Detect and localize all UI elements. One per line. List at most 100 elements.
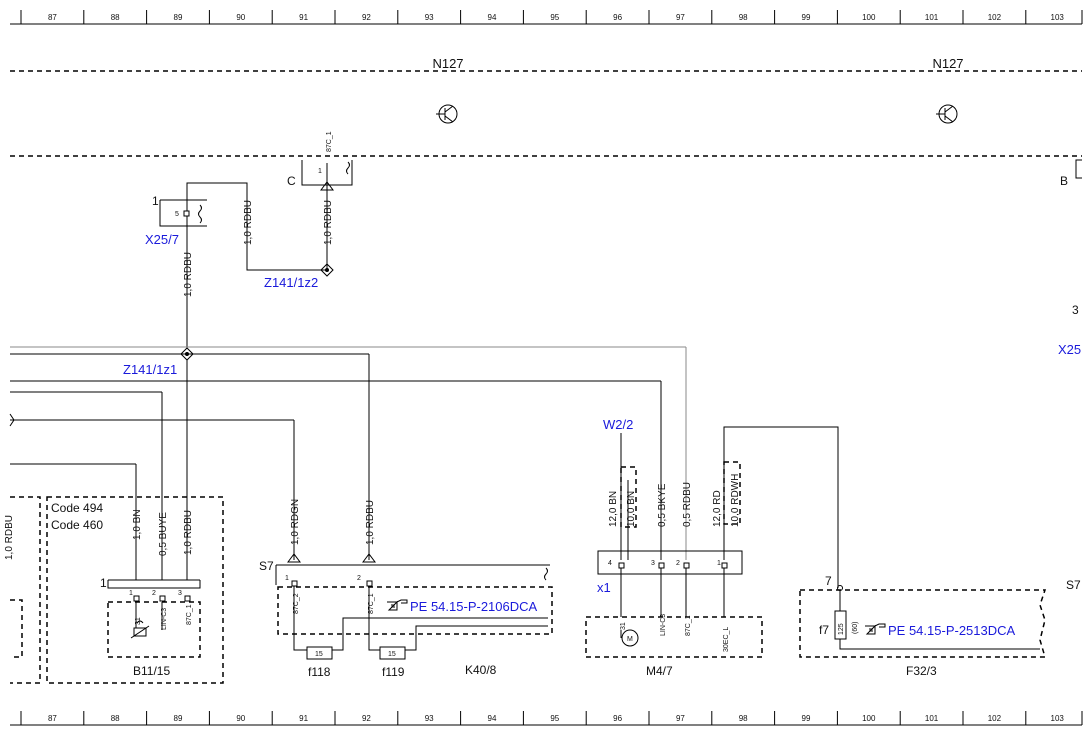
fuse-f7-label: f7 [819, 623, 829, 637]
svg-text:2: 2 [152, 590, 156, 597]
k40-8-pin-code-2: 87C_1 [368, 593, 375, 614]
f32-3-number: 7 [825, 574, 832, 588]
ruler-column-label: 90 [236, 714, 245, 723]
svg-text:31: 31 [620, 622, 627, 630]
m4-7-label: M4/7 [646, 664, 673, 678]
ruler-column-label: 95 [550, 714, 559, 723]
svg-text:3: 3 [651, 560, 655, 567]
k40-8-ref-link[interactable]: PE 54.15-P-2106DCA [410, 599, 538, 614]
wire-label-rdgn: 1,0 RDGN [290, 499, 301, 545]
svg-text:1: 1 [285, 575, 289, 582]
ruler-column-label: 100 [862, 13, 876, 22]
ruler-column-label: 90 [236, 13, 245, 22]
svg-text:87C_1: 87C_1 [685, 615, 692, 636]
connector-x1 [597, 550, 743, 575]
ruler-column-label: 102 [988, 714, 1002, 723]
f32-3-ref-link[interactable]: PE 54.15-P-2513DCA [888, 623, 1016, 638]
n127-label-left: N127 [432, 56, 463, 71]
b11-15-component [107, 601, 201, 658]
fuse-f119 [379, 646, 406, 660]
s7-left-label: S7 [259, 559, 274, 573]
m4-7-component [585, 616, 763, 658]
hand-pointer-icon [387, 599, 408, 611]
wire-label-rdwh10: 10,0 RDWH [730, 474, 741, 527]
svg-text:LIN-C3: LIN-C3 [660, 614, 667, 636]
wire-label-bn10: 10,0 BN [626, 491, 637, 527]
connector-b [1075, 159, 1082, 179]
wire-label-rdbu05: 0,5 RDBU [682, 482, 693, 527]
ruler-column-label: 88 [111, 714, 120, 723]
x25-7-pin-b: 5 [175, 211, 179, 218]
ruler-column-label: 99 [802, 714, 811, 723]
b11-15-label: B11/15 [133, 664, 170, 678]
connector-c: C 1 87C_1 [287, 131, 353, 188]
ruler-column-label: 89 [174, 714, 183, 723]
left-partial-inner [10, 599, 23, 658]
wire-label-bn12: 12,0 BN [608, 491, 619, 527]
fuse-f118 [306, 646, 333, 660]
transistor-icon [936, 104, 958, 124]
wire-label-buye: 0,5 BUYE [158, 512, 169, 556]
wire-label-rdbu-b: 1,0 RDBU [183, 252, 194, 297]
connector-c-label: C [287, 174, 296, 188]
svg-text:125: 125 [838, 623, 845, 635]
ruler-column-label: 101 [925, 714, 939, 723]
svg-text:2: 2 [357, 575, 361, 582]
f32-3-label: F32/3 [906, 664, 937, 678]
hand-pointer-icon [865, 623, 886, 635]
s7-right-label: S7 [1066, 578, 1081, 592]
wire-label-rdbu-d: 1,0 RDBU [183, 510, 194, 555]
splice-z141-1z2 [320, 263, 334, 277]
ruler-column-label: 92 [362, 13, 371, 22]
ruler-column-label: 98 [739, 13, 748, 22]
svg-text:4: 4 [608, 560, 612, 567]
ruler-column-label: 88 [111, 13, 120, 22]
ruler-column-label: 93 [425, 13, 434, 22]
wire-label-rdbu-e: 1,0 RDBU [365, 500, 376, 545]
x1-label: x1 [597, 580, 611, 595]
z141-1z1-label: Z141/1z1 [123, 362, 177, 377]
ruler-column-label: 91 [299, 13, 308, 22]
ruler-column-label: 89 [174, 13, 183, 22]
ruler-column-label: 96 [613, 714, 622, 723]
connector-c-pin-code: 87C_1 [326, 131, 333, 152]
code-494-label: Code 494 [51, 501, 103, 515]
k40-8-component [277, 586, 553, 635]
z141-1z2-label: Z141/1z2 [264, 275, 318, 290]
code-box [46, 496, 224, 684]
connector-b-label: B [1060, 174, 1068, 188]
svg-text:30EC_L: 30EC_L [723, 627, 730, 652]
ruler-column-label: 103 [1051, 13, 1065, 22]
wire-label-rd12: 12,0 RD [712, 490, 723, 527]
ruler-column-label: 103 [1051, 714, 1065, 723]
rdwh-wire-box [723, 461, 741, 525]
ruler-column-label: 100 [862, 714, 876, 723]
x25-7-pin-a: 1 [152, 194, 159, 208]
wire-label-rdbu-a: 1,0 RDBU [243, 200, 254, 245]
ruler-column-label: 102 [988, 13, 1002, 22]
svg-text:15: 15 [315, 651, 323, 658]
ruler-column-label: 87 [48, 714, 57, 723]
wire-label-bkye: 0,5 BKYE [657, 483, 668, 527]
svg-text:15: 15 [388, 651, 396, 658]
w2-2-label: W2/2 [603, 417, 633, 432]
temperature-sensor-icon [130, 620, 150, 639]
ruler-column-label: 93 [425, 714, 434, 723]
ruler-column-label: 94 [488, 13, 497, 22]
k40-8-pin-code-1: 87C_2 [293, 593, 300, 614]
wire-label-bn: 1,0 BN [132, 509, 143, 540]
svg-text:3: 3 [178, 590, 182, 597]
svg-text:1: 1 [129, 590, 133, 597]
right-number: 3 [1072, 303, 1079, 317]
b11-15-pin-code-lin: LIN-C3 [161, 608, 168, 630]
ruler-column-label: 99 [802, 13, 811, 22]
ruler-column-label: 97 [676, 714, 685, 723]
k40-8-label: K40/8 [465, 663, 497, 677]
svg-text:(60): (60) [852, 622, 859, 634]
b11-15-pins: 1 2 3 [129, 590, 191, 602]
svg-text:2: 2 [676, 560, 680, 567]
ruler-column-label: 91 [299, 714, 308, 723]
connector-c-pin: 1 [318, 168, 322, 175]
